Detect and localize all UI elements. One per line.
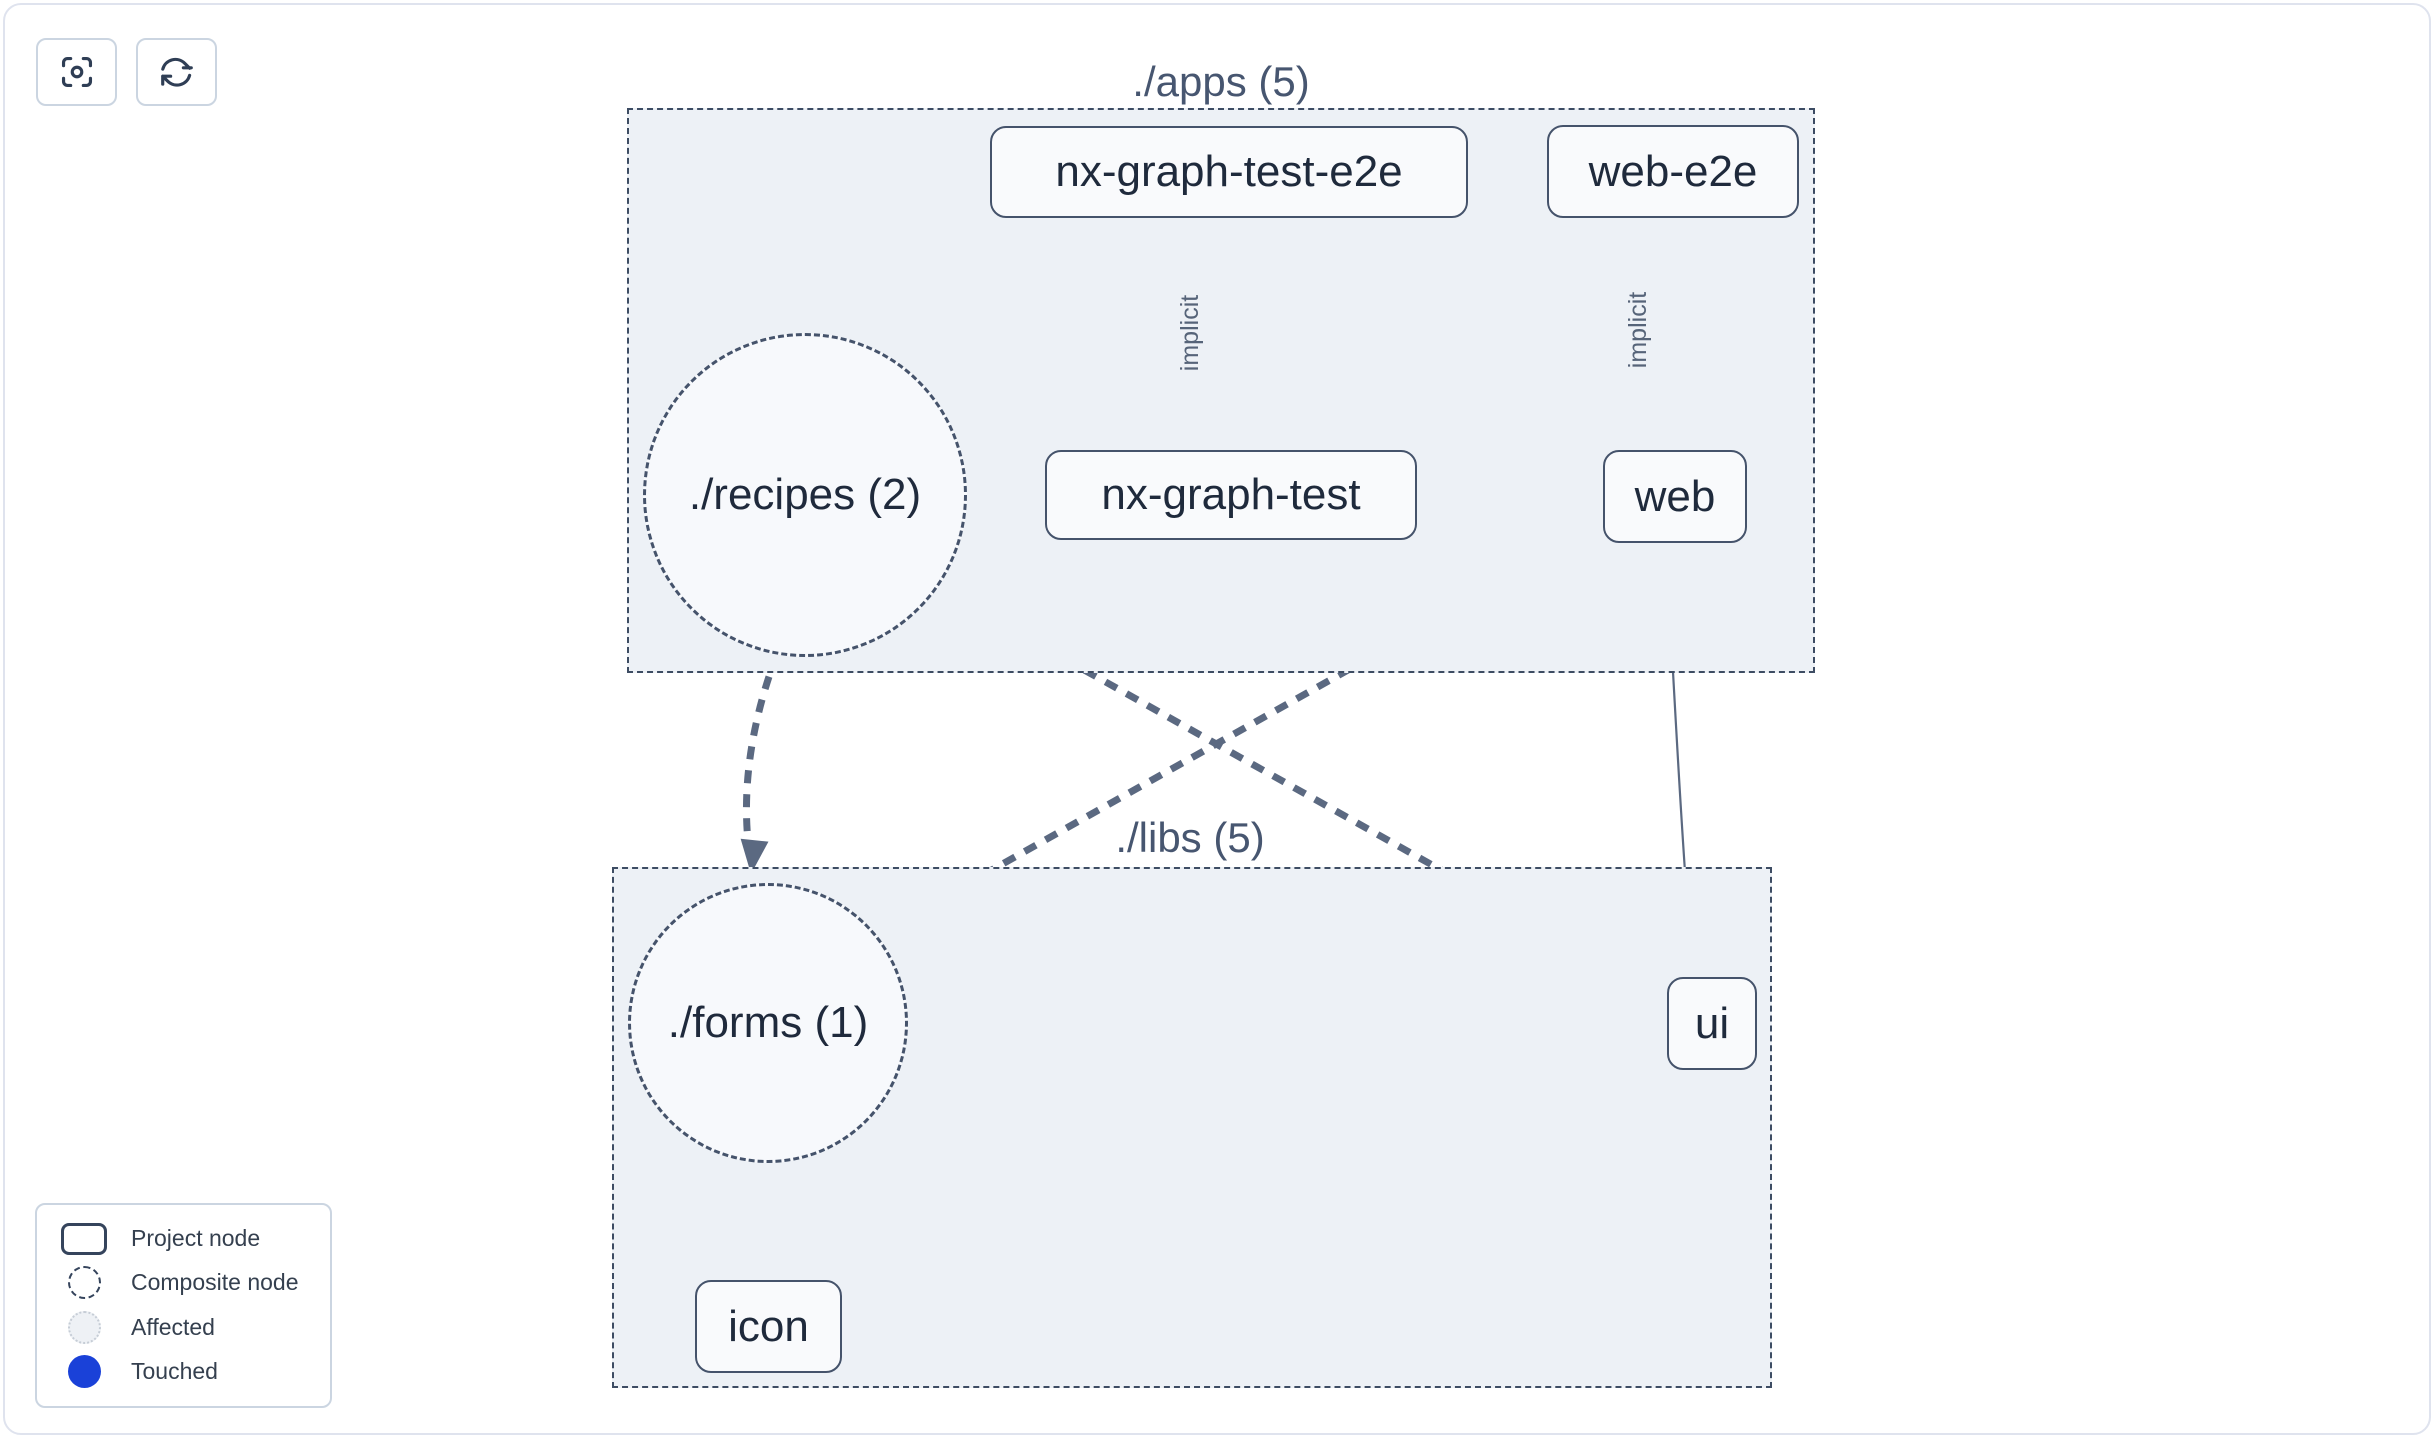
focus-icon bbox=[61, 56, 92, 88]
legend-label: Affected bbox=[131, 1313, 215, 1340]
edge-label-implicit: implicit bbox=[1176, 294, 1204, 372]
project-node-ui[interactable]: ui bbox=[1667, 977, 1757, 1070]
legend-row-project-node: Project node bbox=[37, 1222, 330, 1255]
center-graph-button[interactable] bbox=[36, 38, 117, 106]
composite-node-recipes[interactable]: ./recipes (2) bbox=[643, 333, 967, 657]
project-node-label: icon bbox=[728, 1301, 809, 1351]
composite-node-swatch bbox=[67, 1266, 101, 1300]
composite-node-forms-label: ./forms (1) bbox=[667, 998, 869, 1047]
legend-label: Touched bbox=[131, 1358, 218, 1385]
affected-swatch bbox=[67, 1310, 101, 1344]
refresh-icon bbox=[160, 57, 193, 87]
composite-node-recipes-label: ./recipes (2) bbox=[688, 470, 922, 519]
project-node-label: nx-graph-test bbox=[1101, 470, 1361, 519]
group-apps-title: ./apps (5) bbox=[1132, 58, 1310, 105]
project-node-swatch bbox=[61, 1222, 107, 1255]
composite-node-forms[interactable]: ./forms (1) bbox=[628, 883, 908, 1163]
edge-label-implicit: implicit bbox=[1624, 291, 1652, 369]
project-node-label: web bbox=[1634, 471, 1716, 521]
refresh-graph-button[interactable] bbox=[136, 38, 217, 106]
project-node-web[interactable]: web bbox=[1603, 450, 1747, 543]
project-node-nx-graph-test[interactable]: nx-graph-test bbox=[1045, 450, 1417, 540]
group-libs-title: ./libs (5) bbox=[1115, 814, 1265, 861]
project-node-web-e2e[interactable]: web-e2e bbox=[1547, 125, 1799, 218]
project-node-nx-graph-test-e2e[interactable]: nx-graph-test-e2e bbox=[990, 126, 1468, 218]
project-node-icon[interactable]: icon bbox=[695, 1280, 842, 1373]
legend: Project node Composite node Affected Tou… bbox=[35, 1203, 332, 1408]
legend-label: Composite node bbox=[131, 1269, 299, 1296]
legend-row-affected: Affected bbox=[37, 1310, 330, 1344]
legend-label: Project node bbox=[131, 1225, 261, 1252]
legend-row-composite-node: Composite node bbox=[37, 1266, 330, 1300]
project-node-label: ui bbox=[1694, 998, 1730, 1048]
legend-row-touched: Touched bbox=[37, 1355, 330, 1389]
project-node-label: web-e2e bbox=[1588, 146, 1758, 196]
touched-swatch bbox=[67, 1355, 101, 1389]
project-node-label: nx-graph-test-e2e bbox=[1055, 147, 1403, 196]
